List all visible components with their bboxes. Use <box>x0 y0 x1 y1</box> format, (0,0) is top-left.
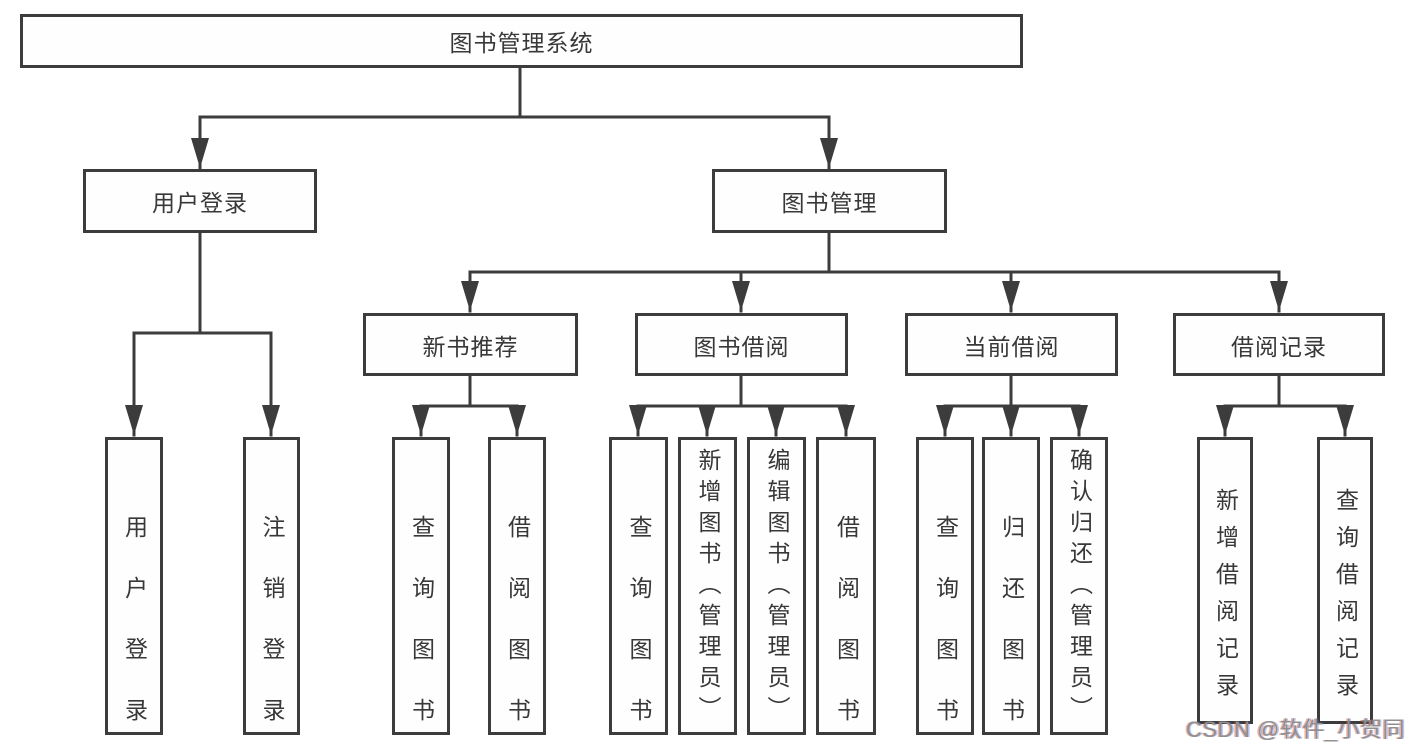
node-user-login-label: 用户登录 <box>152 190 248 216</box>
node-borrow-records-label: 借阅记录 <box>1231 333 1327 360</box>
node-current-borrow-label: 当前借阅 <box>963 333 1060 360</box>
leaf-edit-books: 编辑图书（管理员） <box>747 437 806 735</box>
node-book-management-label: 图书管理 <box>781 190 878 216</box>
leaf-borrow-books-1: 借阅图书 <box>488 437 546 735</box>
node-borrow-records: 借阅记录 <box>1173 313 1385 376</box>
leaf-borrow-books-1-label: 借阅图书 <box>504 515 531 735</box>
leaf-query-books-1-label: 查询图书 <box>408 515 435 735</box>
node-book-borrow: 图书借阅 <box>635 313 848 376</box>
leaf-add-books: 新增图书（管理员） <box>678 437 737 735</box>
node-book-management: 图书管理 <box>712 169 947 233</box>
csdn-watermark: CSDN @软件_小贺同学 <box>1186 717 1405 742</box>
node-book-borrow-label: 图书借阅 <box>693 333 790 360</box>
leaf-logout: 注销登录 <box>243 437 300 735</box>
leaf-query-borrow-record: 查询借阅记录 <box>1317 437 1373 724</box>
leaf-user-login: 用户登录 <box>105 437 163 735</box>
leaf-add-books-label: 新增图书（管理员） <box>695 448 721 727</box>
node-user-login: 用户登录 <box>83 169 317 233</box>
leaf-query-books-1: 查询图书 <box>392 437 450 735</box>
leaf-logout-label: 注销登录 <box>259 515 285 735</box>
leaf-query-borrow-record-label: 查询借阅记录 <box>1332 488 1359 710</box>
leaf-user-login-label: 用户登录 <box>121 515 148 735</box>
leaf-confirm-return-label: 确认归还（管理员） <box>1066 448 1093 727</box>
leaf-query-books-2-label: 查询图书 <box>626 515 652 735</box>
node-new-book-recommend: 新书推荐 <box>363 313 578 376</box>
leaf-query-books-2: 查询图书 <box>609 437 668 735</box>
leaf-return-books-label: 归还图书 <box>998 515 1025 735</box>
node-new-book-recommend-label: 新书推荐 <box>422 333 519 360</box>
leaf-edit-books-label: 编辑图书（管理员） <box>764 448 790 727</box>
leaf-add-borrow-record-label: 新增借阅记录 <box>1212 488 1239 710</box>
node-root: 图书管理系统 <box>20 14 1023 68</box>
leaf-query-books-3: 查询图书 <box>916 437 974 735</box>
leaf-return-books: 归还图书 <box>982 437 1040 735</box>
leaf-confirm-return: 确认归还（管理员） <box>1050 437 1108 735</box>
leaf-borrow-books-2-label: 借阅图书 <box>833 515 860 735</box>
leaf-borrow-books-2: 借阅图书 <box>816 437 876 735</box>
leaf-add-borrow-record: 新增借阅记录 <box>1197 437 1253 724</box>
node-current-borrow: 当前借阅 <box>905 313 1118 376</box>
leaf-query-books-3-label: 查询图书 <box>932 515 959 735</box>
node-root-label: 图书管理系统 <box>449 30 594 56</box>
